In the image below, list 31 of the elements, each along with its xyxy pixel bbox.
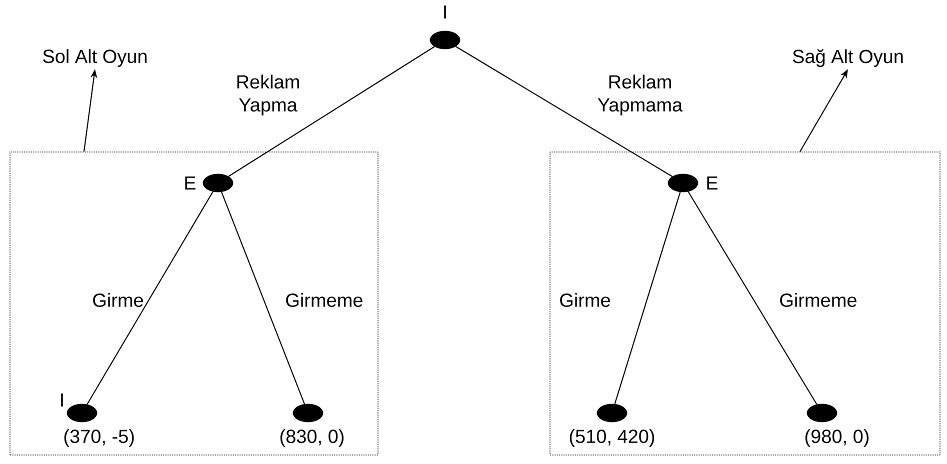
branch-line [221, 192, 306, 404]
decision-node [596, 404, 628, 422]
decision-node [66, 404, 98, 422]
edge-label: Reklam Yapma [237, 74, 299, 116]
decision-node [202, 174, 234, 192]
node-label: E [185, 176, 196, 190]
edge-label: Reklam Yapmama [598, 74, 683, 116]
node-label: (370, -5) [64, 429, 134, 447]
branch-line [228, 46, 435, 177]
node-label: E [707, 176, 718, 190]
edge-label: Girmeme [780, 293, 856, 307]
node-label: I [61, 393, 63, 407]
edge-label: Girmeme [286, 293, 362, 307]
decision-node [668, 174, 698, 192]
node-label: I [444, 5, 446, 19]
edge-label: Girme [93, 293, 144, 307]
subgame-label: Sağ Alt Oyun [792, 49, 903, 67]
node-label: (980, 0) [805, 429, 869, 447]
node-label: (830, 0) [280, 429, 344, 447]
branch-line [86, 191, 214, 405]
decision-node [292, 404, 324, 422]
node-label: (510, 420) [570, 429, 654, 447]
decision-node [806, 404, 838, 422]
edge-label: Girme [560, 293, 610, 307]
subgame-box [550, 152, 940, 456]
branch-line [688, 191, 818, 405]
decision-node [430, 30, 460, 50]
branch-line [456, 46, 672, 177]
subgame-box [10, 152, 378, 456]
subgame-label: Sol Alt Oyun [43, 49, 147, 67]
branch-line [614, 192, 681, 404]
